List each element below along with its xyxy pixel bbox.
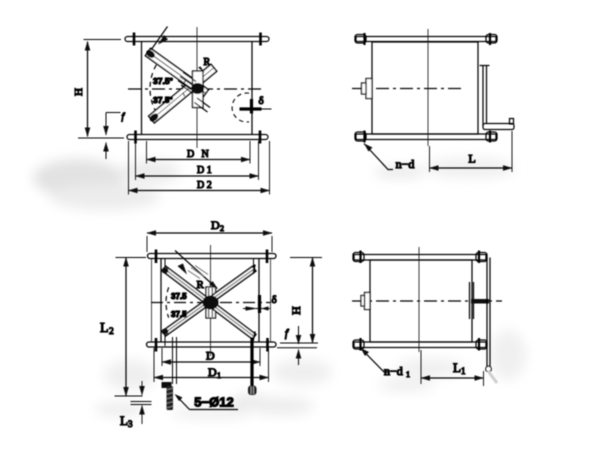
svg-text:37.5°: 37.5° xyxy=(153,76,174,86)
svg-text:δ: δ xyxy=(272,294,277,306)
svg-text:R: R xyxy=(204,57,211,68)
svg-text:1: 1 xyxy=(217,371,221,380)
svg-text:37.5°: 37.5° xyxy=(153,95,174,105)
svg-text:D: D xyxy=(206,349,215,363)
svg-text:1: 1 xyxy=(461,366,466,376)
svg-text:L: L xyxy=(453,360,461,375)
svg-text:D: D xyxy=(187,149,194,160)
svg-text:37.5: 37.5 xyxy=(171,310,187,319)
svg-text:L: L xyxy=(100,321,109,336)
svg-text:R: R xyxy=(197,279,205,291)
svg-text:N: N xyxy=(202,149,209,160)
svg-text:5−Ø12: 5−Ø12 xyxy=(194,395,233,410)
svg-text:f: f xyxy=(122,112,126,122)
svg-text:2: 2 xyxy=(220,224,224,233)
svg-text:D 1: D 1 xyxy=(197,165,212,176)
svg-text:D: D xyxy=(208,365,217,379)
svg-text:2: 2 xyxy=(109,327,114,337)
svg-text:H: H xyxy=(73,88,85,96)
svg-text:n−d: n−d xyxy=(396,157,415,171)
svg-text:H: H xyxy=(289,306,303,315)
svg-text:f: f xyxy=(285,329,289,340)
svg-text:1: 1 xyxy=(406,370,410,379)
svg-text:δ: δ xyxy=(259,95,264,107)
svg-text:37.5: 37.5 xyxy=(171,292,187,301)
svg-text:3: 3 xyxy=(128,419,133,429)
svg-text:L: L xyxy=(120,413,128,428)
svg-text:D: D xyxy=(211,218,220,232)
svg-text:L: L xyxy=(468,152,475,166)
svg-text:D 2: D 2 xyxy=(197,180,212,191)
svg-text:n−d: n−d xyxy=(384,364,403,378)
